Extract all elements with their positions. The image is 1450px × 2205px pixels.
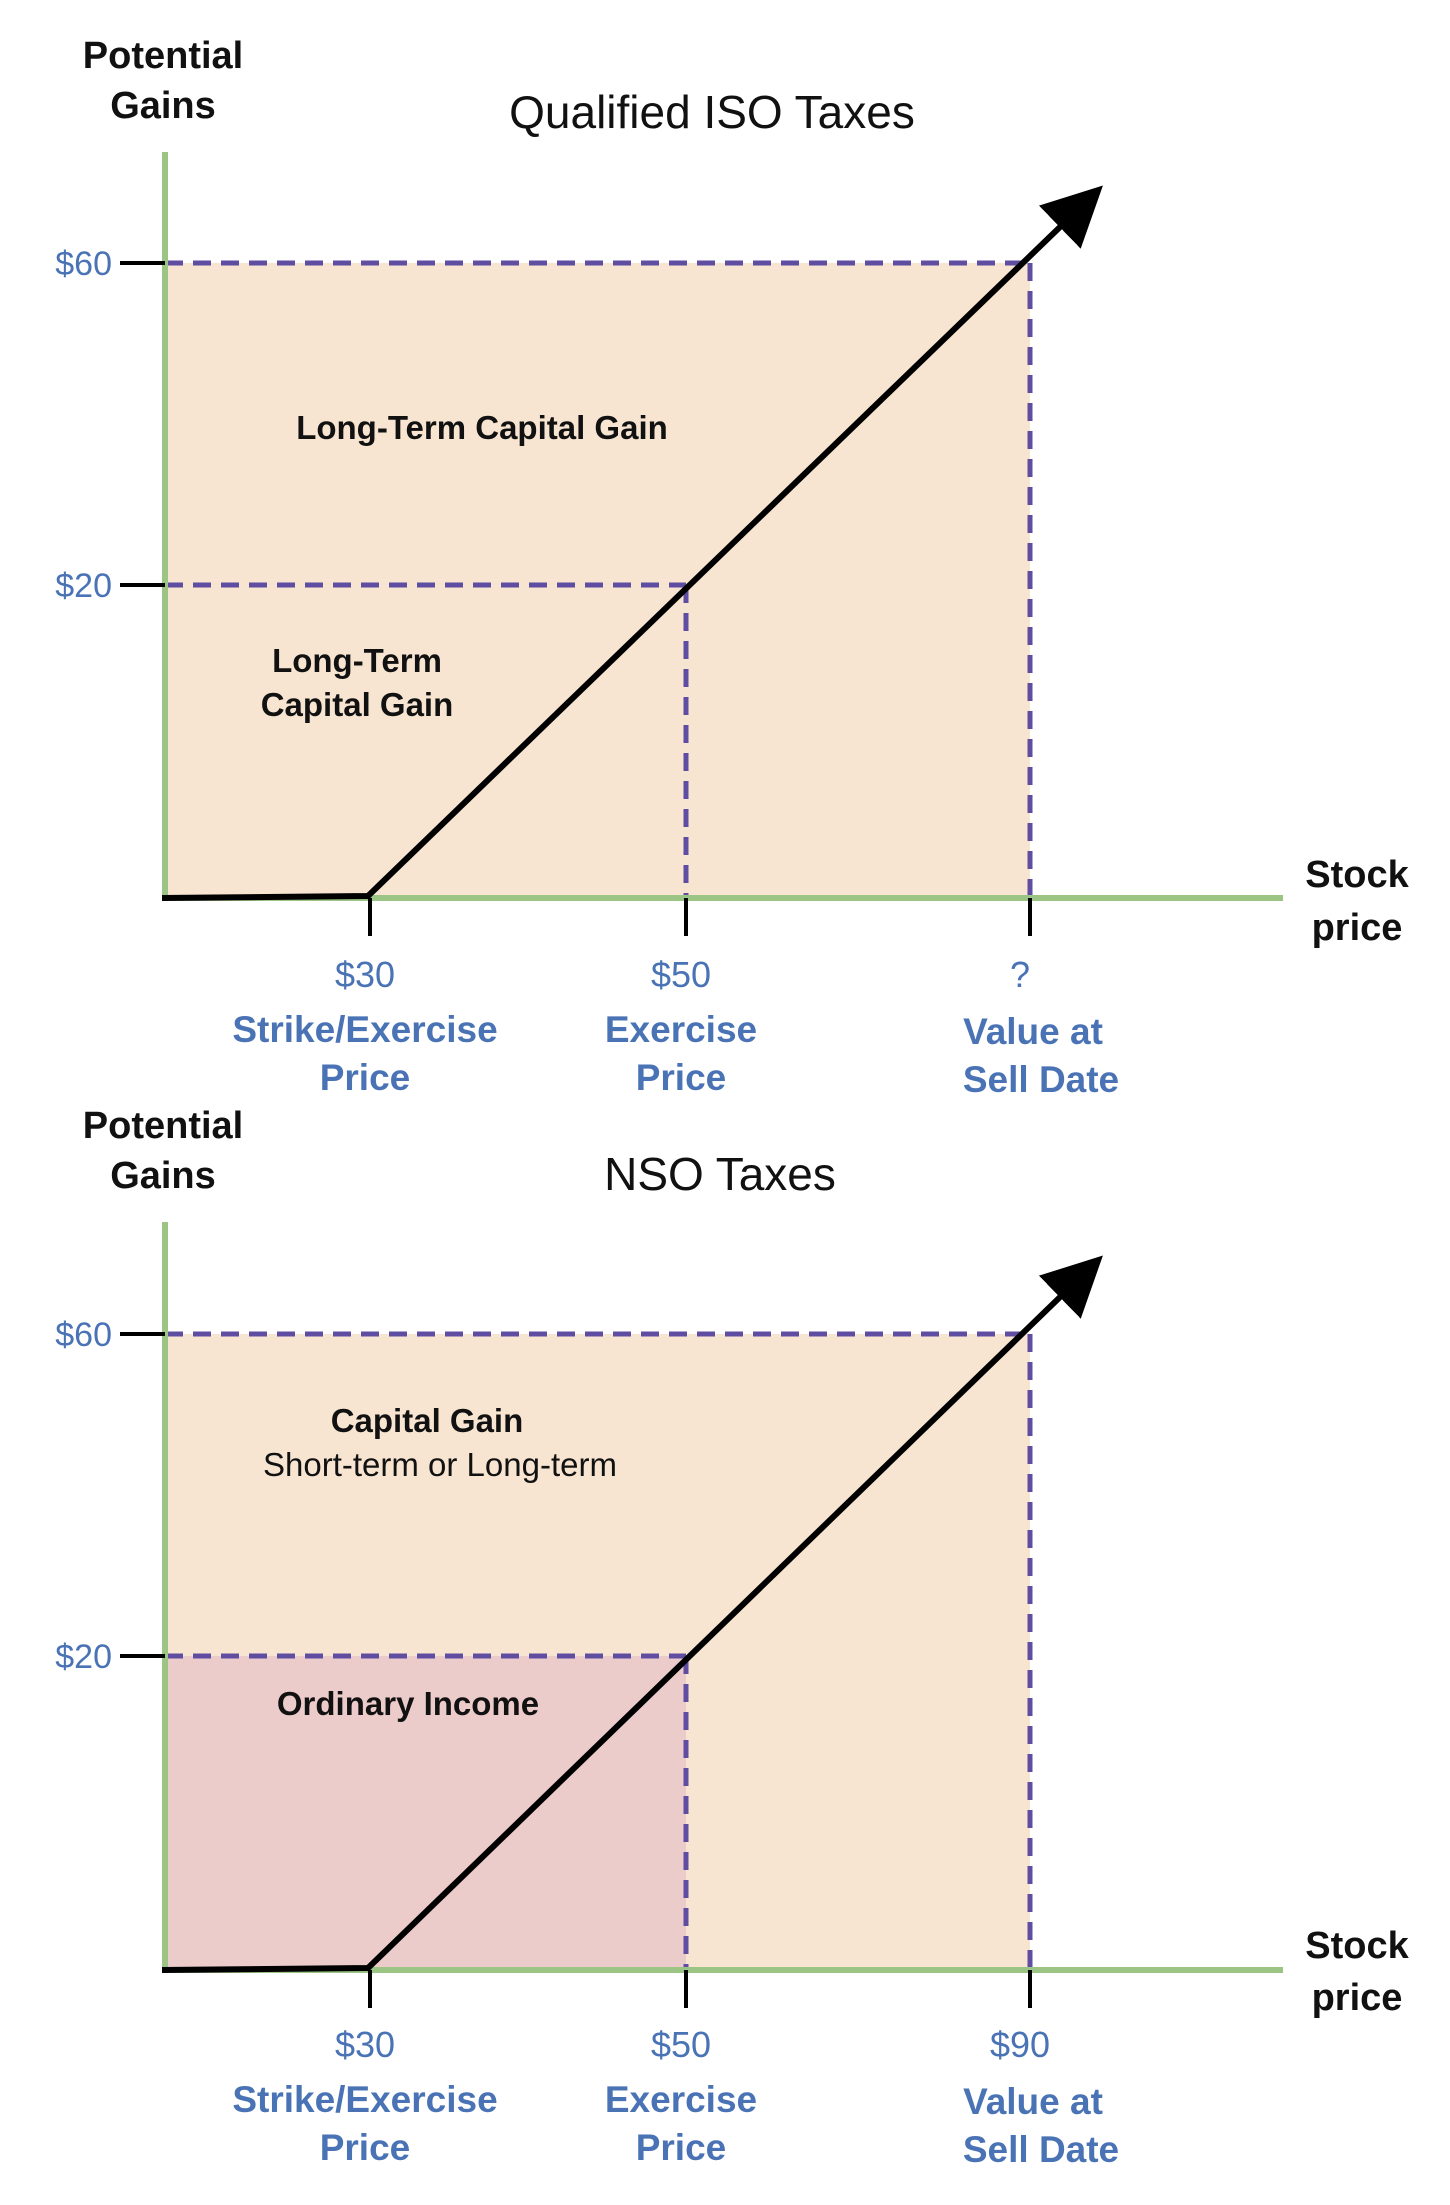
iso-x-axis-title-line2: price: [1312, 907, 1403, 949]
iso-y-axis-title-line1: Potential: [83, 35, 243, 77]
iso-y-axis-title-line2: Gains: [110, 85, 216, 127]
nso-payoff-line: [161, 1255, 1103, 1973]
iso-exercise-label-line1: Exercise: [605, 1009, 757, 1050]
iso-y-tick-label-60: $60: [55, 245, 112, 283]
nso-sell-label-line2: Sell Date: [963, 2129, 1119, 2170]
iso-strike-label-line2: Price: [320, 1057, 411, 1098]
iso-lower-region-label-line2: Capital Gain: [261, 686, 454, 723]
nso-y-axis-title-line2: Gains: [110, 1155, 216, 1197]
nso-x-tick-label-30: $30: [335, 2024, 395, 2065]
nso-upper-region-label: Capital Gain: [331, 1402, 524, 1439]
iso-sell-label-line2: Sell Date: [963, 1059, 1119, 1100]
nso-title: NSO Taxes: [604, 1148, 836, 1200]
iso-exercise-label-line2: Price: [636, 1057, 727, 1098]
iso-x-tick-label-50: $50: [651, 954, 711, 995]
nso-y-tick-label-20: $20: [55, 1638, 112, 1676]
iso-capital-gain-area: [165, 263, 1030, 898]
nso-x-axis-title-line1: Stock: [1305, 1925, 1409, 1967]
nso-x-tick-label-50: $50: [651, 2024, 711, 2065]
iso-x-tick-label-30: $30: [335, 954, 395, 995]
iso-title: Qualified ISO Taxes: [509, 86, 915, 138]
iso-x-axis-title-line1: Stock: [1305, 854, 1409, 896]
iso-payoff-line: [161, 185, 1103, 901]
nso-x-tick-label-90: $90: [990, 2024, 1050, 2065]
iso-x-tick-label-sell: ?: [1010, 954, 1030, 995]
iso-strike-label-line1: Strike/Exercise: [232, 1009, 497, 1050]
iso-lower-region-label-line1: Long-Term: [272, 642, 442, 679]
nso-lower-region-label: Ordinary Income: [277, 1685, 539, 1722]
nso-exercise-label-line2: Price: [636, 2127, 727, 2168]
iso-sell-label-line1: Value at: [963, 1011, 1103, 1052]
nso-chart: NSO Taxes Potential Gains Stock price $6…: [55, 1105, 1409, 2170]
nso-x-axis-title-line2: price: [1312, 1977, 1403, 2019]
iso-chart: Qualified ISO Taxes Potential Gains Stoc…: [55, 35, 1409, 1100]
nso-y-axis-title-line1: Potential: [83, 1105, 243, 1147]
nso-upper-region-sublabel: Short-term or Long-term: [263, 1446, 617, 1483]
nso-strike-label-line2: Price: [320, 2127, 411, 2168]
nso-exercise-label-line1: Exercise: [605, 2079, 757, 2120]
nso-ordinary-income-area: [165, 1656, 686, 1970]
iso-upper-region-label: Long-Term Capital Gain: [296, 409, 668, 446]
iso-y-tick-label-20: $20: [55, 567, 112, 605]
nso-y-tick-label-60: $60: [55, 1316, 112, 1354]
nso-sell-label-line1: Value at: [963, 2081, 1103, 2122]
nso-strike-label-line1: Strike/Exercise: [232, 2079, 497, 2120]
